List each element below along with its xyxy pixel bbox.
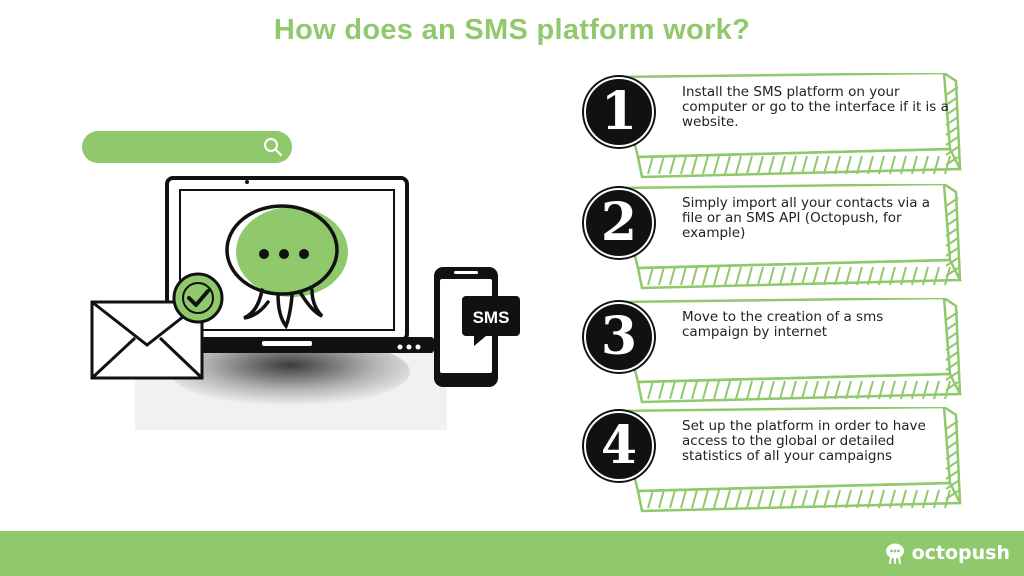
step-text: Set up the platform in order to have acc… (682, 418, 926, 464)
step-number: 1 (600, 81, 638, 142)
step-number-badge: 2 (580, 184, 658, 262)
number-circle-icon (582, 75, 656, 149)
sms-badge: SMS (462, 296, 520, 346)
octopus-logo-icon (885, 543, 904, 564)
step-card-frame (616, 184, 962, 290)
brand[interactable]: octopush (884, 540, 1010, 566)
footer-bar: octopush (0, 531, 1024, 576)
step-text: Simply import all your contacts via a fi… (682, 195, 931, 241)
number-circle-icon (582, 409, 656, 483)
page-title: How does an SMS platform work? (273, 14, 751, 46)
step-number-badge: 4 (580, 407, 658, 485)
step-number-badge: 3 (580, 298, 658, 376)
checkmark-icon (172, 272, 224, 324)
search-bar (82, 131, 292, 163)
brand-name: octopush (911, 542, 1010, 564)
sms-badge-label: SMS (473, 308, 510, 327)
number-circle-icon (582, 186, 656, 260)
step-card: 3 Move to the creation of a sms campaign … (578, 298, 978, 413)
chat-bubble-icon (225, 204, 348, 330)
step-number-badge: 1 (580, 73, 658, 151)
laptop-shadow-blur (170, 338, 410, 406)
step-card: 1 Install the SMS platform on your comput… (578, 73, 978, 188)
step-text: Move to the creation of a sms campaign b… (682, 309, 884, 340)
step-card-frame (616, 73, 962, 179)
step-number: 2 (600, 192, 638, 253)
illustration: SMS (90, 176, 520, 430)
step-card-frame (616, 407, 962, 513)
step-card: 4 Set up the platform in order to have ac… (578, 407, 978, 522)
step-number: 3 (600, 306, 638, 367)
number-circle-icon (582, 300, 656, 374)
step-text: Install the SMS platform on your compute… (682, 84, 949, 130)
step-number: 4 (600, 415, 638, 476)
search-icon (264, 138, 283, 157)
step-card: 2 Simply import all your contacts via a f… (578, 184, 978, 299)
